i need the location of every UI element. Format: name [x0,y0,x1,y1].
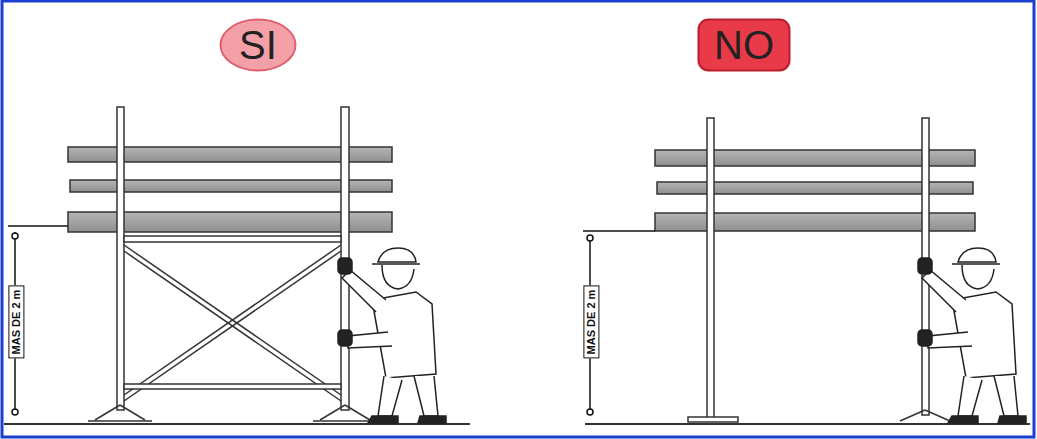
badge-text: SI [239,25,277,65]
badge-text: NO [714,25,774,65]
dimension-label: MAS DE 2 m [583,286,599,359]
dimension-label: MAS DE 2 m [8,286,24,359]
yes-badge: SI [219,18,297,72]
no-badge: NO [697,18,791,72]
